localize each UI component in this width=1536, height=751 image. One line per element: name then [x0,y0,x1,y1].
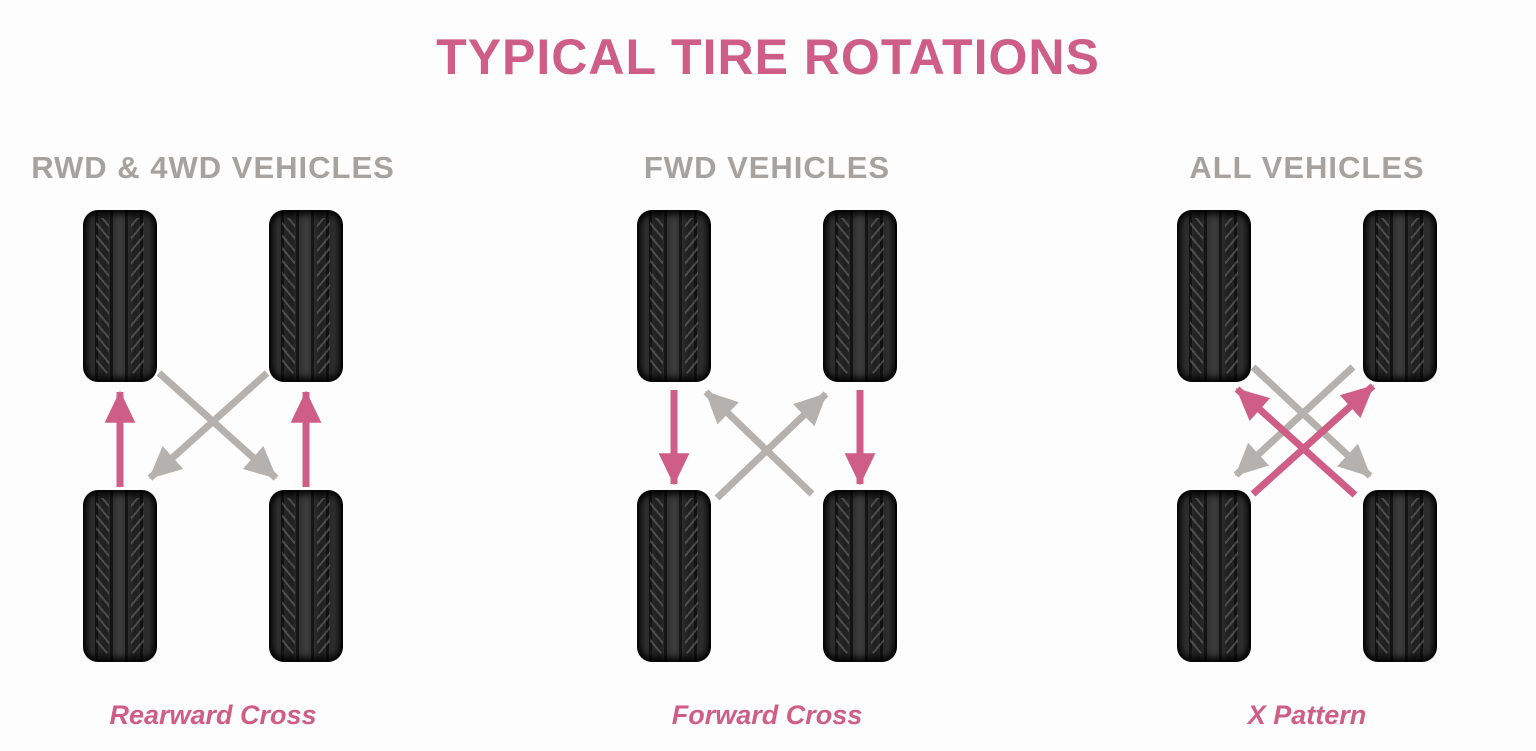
tire-rear-left [1177,490,1251,662]
rotation-diagram-x-pattern [1117,210,1497,662]
page-title: TYPICAL TIRE ROTATIONS [436,29,1100,85]
tire-front-left [637,210,711,382]
rotation-arrows [658,389,876,501]
panel-fwd: FWD VEHICLES Forward Cross [507,0,1027,751]
arrow-front-right-to-rear-left [147,370,270,481]
rotation-arrows [104,370,322,487]
pattern-caption: Forward Cross [671,700,863,730]
tire-rear-left [83,490,157,662]
arrow-rear-right-to-front-left [1234,386,1358,498]
tire-front-left [1177,210,1251,382]
tire-rear-right [1363,490,1437,662]
arrow-rear-right-to-front-left [703,389,815,497]
arrow-front-left-to-rear-right [1250,364,1373,479]
arrow-rear-left-to-front-right [714,391,829,501]
arrow-front-right-to-rear-left [1233,364,1356,478]
arrow-rear-left-to-front-right [1250,383,1376,497]
pattern-caption: X Pattern [1247,700,1367,730]
panel-heading: FWD VEHICLES [643,150,891,185]
tire-rear-left [637,490,711,662]
tire-front-right [1363,210,1437,382]
pattern-caption: Rearward Cross [109,700,317,730]
panel-all-vehicles: ALL VEHICLES X Pattern [1047,0,1536,751]
tire-front-left [83,210,157,382]
tire-rear-right [269,490,343,662]
rotation-diagram-rearward-cross [23,210,403,662]
tire-front-right [269,210,343,382]
tire-front-right [823,210,897,382]
tire-rear-right [823,490,897,662]
panel-heading: RWD & 4WD VEHICLES [31,150,395,185]
arrow-front-left-to-rear-right [156,370,279,481]
rotation-arrows [1233,364,1376,498]
panel-heading: ALL VEHICLES [1189,150,1425,185]
rotation-diagram-forward-cross [577,210,957,662]
panel-rwd-4wd: RWD & 4WD VEHICLES Rearward Cross [0,0,473,751]
